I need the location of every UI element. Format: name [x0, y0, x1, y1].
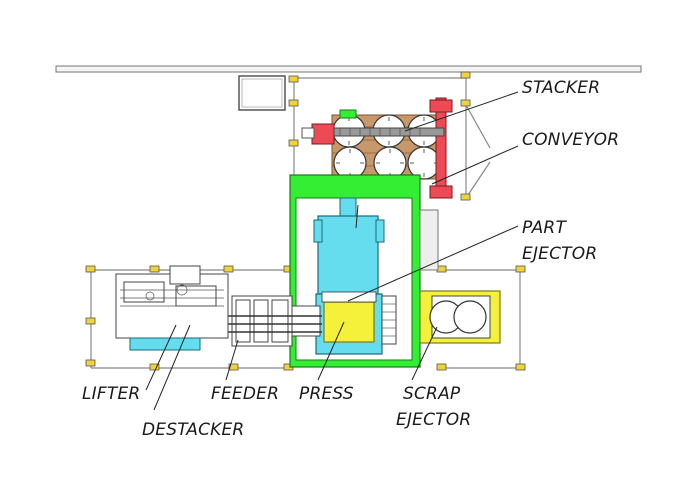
destacker-label: DESTACKER [142, 420, 245, 440]
sensor [288, 75, 299, 83]
part-ejector-label-line2: EJECTOR [522, 244, 598, 264]
sensor [460, 99, 471, 107]
feeder-label: FEEDER [211, 384, 280, 404]
sensor [288, 99, 299, 107]
destacker-detail [120, 284, 224, 307]
sensor [149, 265, 160, 273]
scrap-ejector-label-line2: EJECTOR [396, 410, 472, 430]
press-label: PRESS [299, 384, 354, 404]
conveyor-label: CONVEYOR [522, 130, 620, 150]
stacker-label: STACKER [522, 78, 601, 98]
press-side-cabinet [419, 209, 439, 271]
leader-lines [145, 91, 519, 411]
press-die [323, 301, 375, 343]
scrap-ejector-label-line1: SCRAP [403, 384, 461, 404]
sensor [223, 265, 234, 273]
part-ejector-label-line1: PART [522, 218, 567, 238]
stacker-arm [301, 97, 453, 199]
press-ram [317, 215, 379, 295]
sensor [515, 363, 526, 371]
press-ram-column [339, 197, 357, 219]
control-box [238, 75, 286, 111]
control-box-inner [241, 78, 283, 108]
press-ram-ear [375, 219, 385, 243]
sensor [436, 363, 447, 371]
lifter-label: LIFTER [82, 384, 141, 404]
top-rail [55, 65, 642, 73]
stacker-gripper [339, 109, 357, 119]
scrap-part [453, 300, 487, 334]
sensor [460, 193, 471, 201]
safety-fence [90, 77, 521, 369]
die-clamp [321, 291, 377, 303]
sensor [85, 265, 96, 273]
press-ram-ear [313, 219, 323, 243]
destacker [115, 265, 229, 339]
sensor [149, 363, 160, 371]
stacker-arm-hatch [339, 128, 421, 136]
sensor [85, 317, 96, 325]
sensor [460, 71, 471, 79]
fence-sensors [85, 71, 526, 371]
sensor [288, 139, 299, 147]
sensor [515, 265, 526, 273]
sensor [228, 363, 239, 371]
sensor [85, 359, 96, 367]
